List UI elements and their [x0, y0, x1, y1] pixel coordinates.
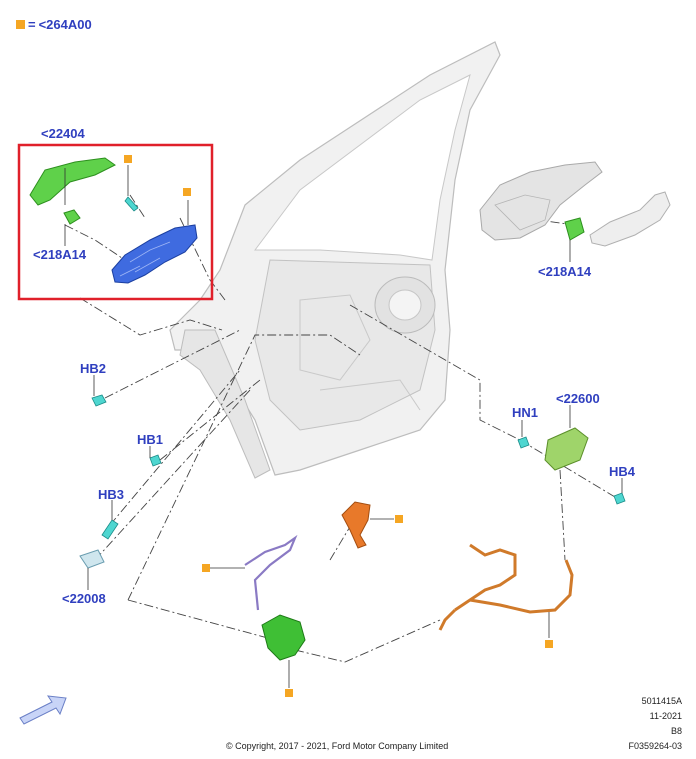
highlight-box: [17, 143, 214, 301]
callout-hb4[interactable]: HB4: [609, 464, 636, 479]
screw-hb3[interactable]: [101, 500, 119, 540]
exterior-handle-cover[interactable]: [29, 157, 116, 206]
orange-square-icon: [16, 20, 25, 29]
callout-hb1[interactable]: HB1: [137, 432, 164, 447]
callout-hn1[interactable]: HN1: [512, 405, 539, 420]
callout-22008[interactable]: <22008: [62, 591, 106, 606]
handle-reinforcement-bracket[interactable]: [111, 200, 198, 284]
orange-bracket[interactable]: [341, 501, 394, 549]
door-check-22008[interactable]: [79, 549, 105, 590]
legend-code: <264A00: [38, 17, 92, 32]
copyright-text: © Copyright, 2017 - 2021, Ford Motor Com…: [226, 741, 449, 751]
orientation-arrow-icon: [19, 695, 67, 725]
screw-hb1[interactable]: [149, 446, 162, 467]
screw-box[interactable]: [124, 165, 139, 212]
callout-218a14-right[interactable]: <218A14: [538, 264, 592, 279]
ref-4: F0359264-03: [628, 741, 682, 751]
door-latch[interactable]: [261, 614, 306, 688]
ref-3: B8: [670, 726, 682, 736]
handle-bezel-right[interactable]: [564, 217, 585, 262]
wiring-harness[interactable]: [438, 543, 574, 638]
ref-1: 5011415A: [641, 696, 682, 706]
door-panel: [169, 41, 501, 479]
exterior-handle-assembly[interactable]: [479, 161, 671, 247]
handle-bezel-left[interactable]: [63, 209, 81, 246]
screw-hb4[interactable]: [613, 478, 626, 505]
screw-hb2[interactable]: [91, 375, 107, 407]
legend: = <264A00: [16, 17, 92, 32]
lock-actuator-22600[interactable]: [544, 405, 589, 471]
legend-equals: =: [28, 17, 36, 32]
callout-22600[interactable]: <22600: [556, 391, 600, 406]
callout-hb3[interactable]: HB3: [98, 487, 125, 502]
latch-cable[interactable]: [210, 534, 298, 611]
orange-markers: [124, 155, 553, 697]
callout-hb2[interactable]: HB2: [80, 361, 107, 376]
screw-hn1[interactable]: [517, 420, 530, 449]
ref-2: 11-2021: [649, 711, 682, 721]
callout-218a14-left[interactable]: <218A14: [33, 247, 87, 262]
callout-22404[interactable]: <22404: [41, 126, 85, 141]
leader-lines: [64, 194, 621, 663]
